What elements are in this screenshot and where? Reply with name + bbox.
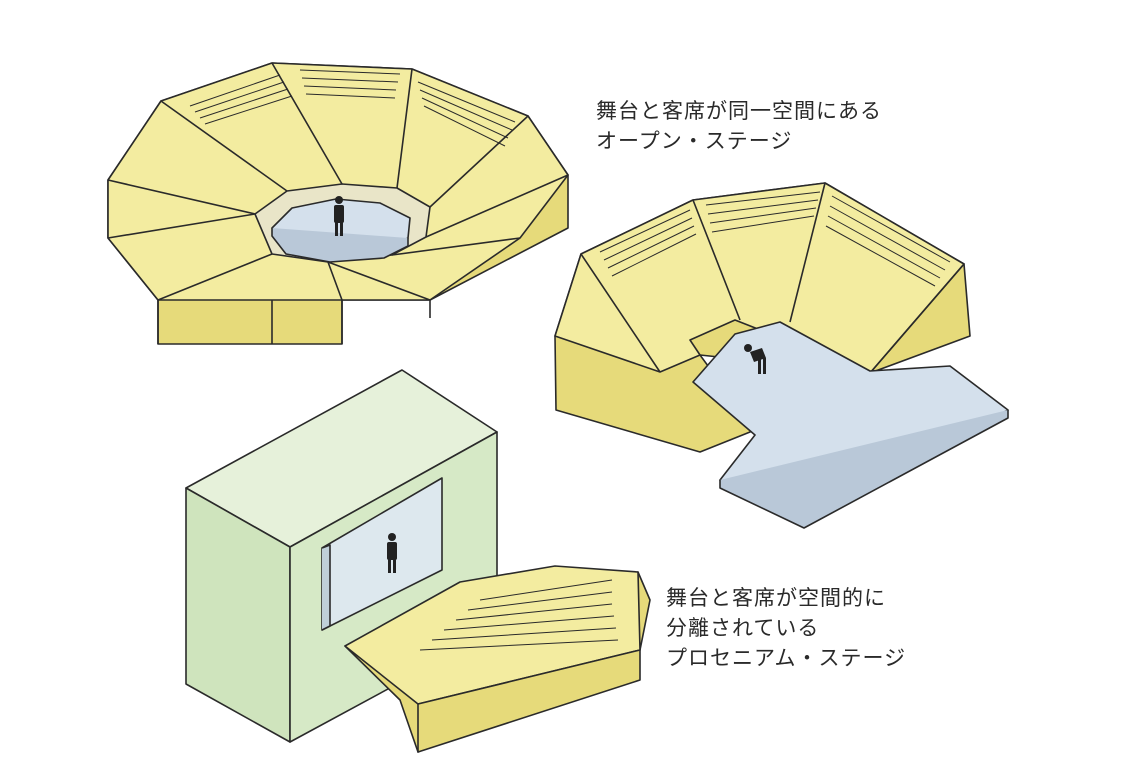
bowing-performer-figure <box>744 344 766 374</box>
proscenium-seating-front <box>417 649 641 753</box>
thrust-stage-edge <box>719 410 1009 529</box>
proscenium-caption-line3: プロセニアム・ステージ <box>666 646 907 670</box>
open-arena-stage <box>107 62 569 345</box>
proscenium-row-hatching <box>419 579 619 651</box>
proscenium-performer-figure <box>387 533 397 573</box>
proscenium-stage-caption: 舞台と客席が空間的に 分離されている プロセニアム・ステージ <box>666 583 906 673</box>
proscenium-opening-inner <box>321 544 331 631</box>
proscenium-stage <box>185 369 651 753</box>
open-stage-caption-line2: オープン・ステージ <box>596 129 793 153</box>
performer-figure <box>334 196 344 236</box>
arena-wall-edges <box>157 300 431 344</box>
open-stage-caption: 舞台と客席が同一空間にある オープン・ステージ <box>596 96 882 156</box>
arena-seating-surface <box>107 62 569 301</box>
arena-section-lines <box>107 62 569 301</box>
arena-row-hatching <box>189 69 516 147</box>
arena-stage-edge <box>271 228 409 263</box>
thrust-section-lines <box>580 182 965 374</box>
thrust-stage <box>554 182 1009 529</box>
open-stage-caption-line1: 舞台と客席が同一空間にある <box>596 99 882 123</box>
thrust-row-hatching <box>599 191 951 287</box>
proscenium-caption-line2: 分離されている <box>666 616 820 640</box>
proscenium-caption-line1: 舞台と客席が空間的に <box>666 586 886 610</box>
